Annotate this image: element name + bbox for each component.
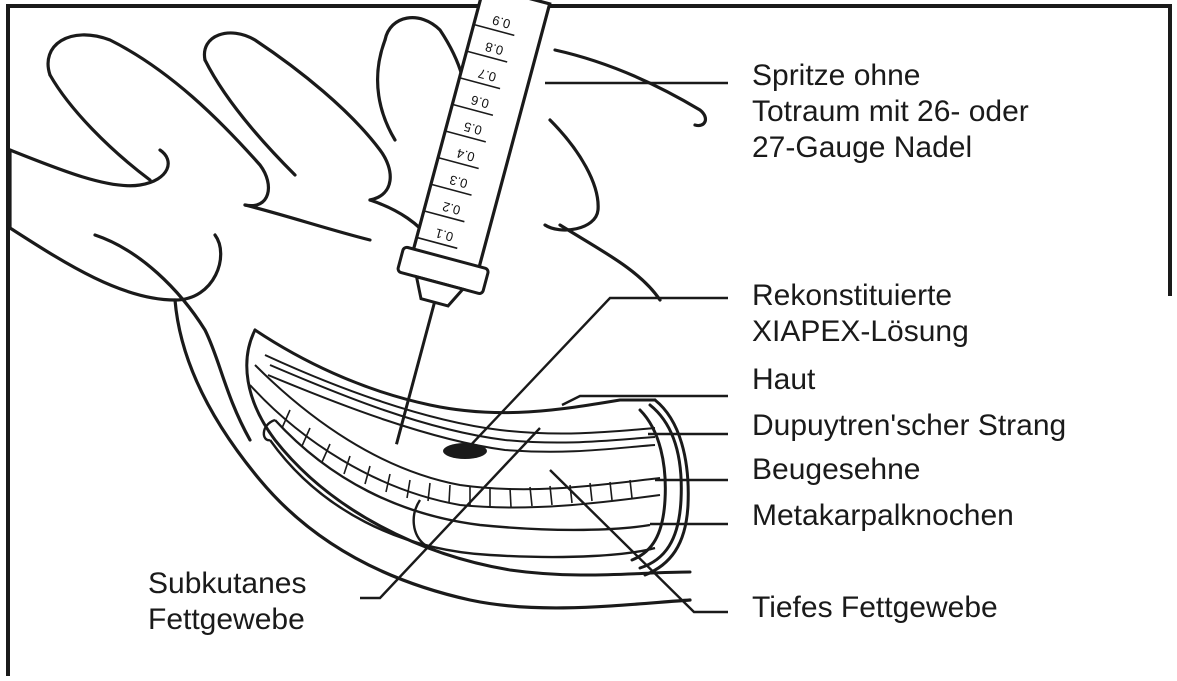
label-subcutaneous-line-2: Fettgewebe	[148, 602, 306, 638]
label-bone: Metakarpalknochen	[752, 498, 1014, 534]
needle	[396, 302, 434, 444]
label-tendon: Beugesehne	[752, 452, 921, 488]
label-bone-text: Metakarpalknochen	[752, 498, 1014, 534]
label-syringe: Spritze ohne Totraum mit 26- oder 27-Gau…	[752, 58, 1029, 166]
solution-bolus	[443, 443, 487, 459]
label-subcutaneous: Subkutanes Fettgewebe	[148, 566, 306, 638]
label-deep-fat-text: Tiefes Fettgewebe	[752, 590, 998, 626]
label-solution-line-1: Rekonstituierte	[752, 278, 969, 314]
label-deep-fat: Tiefes Fettgewebe	[752, 590, 998, 626]
leader-deep-fat	[550, 470, 728, 612]
label-solution-line-2: XIAPEX-Lösung	[752, 314, 969, 350]
tendon-ribs	[282, 410, 632, 507]
label-cord-text: Dupuytren'scher Strang	[752, 408, 1066, 444]
label-cord: Dupuytren'scher Strang	[752, 408, 1066, 444]
label-syringe-line-3: 27-Gauge Nadel	[752, 130, 1029, 166]
syringe: 0.10.20.30.40.50.60.70.80.9	[354, 0, 559, 459]
label-subcutaneous-line-1: Subkutanes	[148, 566, 306, 602]
label-skin-text: Haut	[752, 362, 815, 398]
label-tendon-text: Beugesehne	[752, 452, 921, 488]
label-syringe-line-2: Totraum mit 26- oder	[752, 94, 1029, 130]
leader-solution	[468, 298, 728, 448]
label-skin: Haut	[752, 362, 815, 398]
label-syringe-line-1: Spritze ohne	[752, 58, 1029, 94]
label-solution: Rekonstituierte XIAPEX-Lösung	[752, 278, 969, 350]
